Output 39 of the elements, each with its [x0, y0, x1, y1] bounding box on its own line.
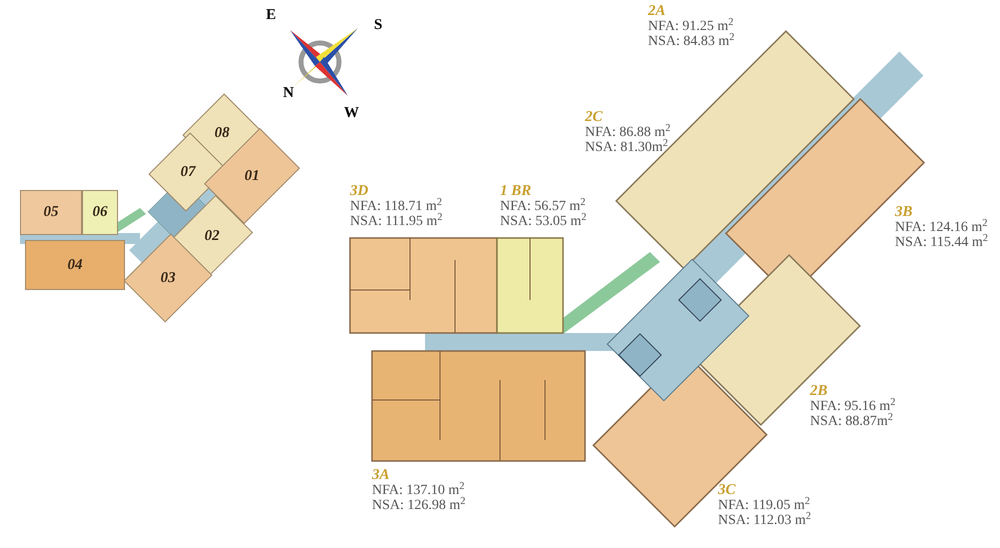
compass-direction-label: N — [283, 86, 294, 101]
key-plan-unit — [25, 240, 125, 290]
unit-number: 03 — [160, 270, 176, 286]
area-text: NSA: 111.95 m$^{2}$ — [350, 214, 442, 229]
area-text: NFA: 91.25 m$^{2}$ — [648, 19, 734, 34]
area-text: NFA: 124.16 m$^{2}$ — [895, 220, 988, 235]
area-text: NFA: 86.88 m$^{2}$ — [585, 125, 670, 140]
unit-number: 04 — [68, 258, 82, 272]
compass-direction-label: S — [374, 18, 382, 33]
area-text: NFA: 56.57 m$^{2}$ — [500, 199, 586, 214]
key-plan-unit — [20, 190, 82, 234]
unit-number: 08 — [214, 126, 230, 140]
area-text: NSA: 81.30m$^{2}$ — [585, 140, 670, 155]
area-text: NSA: 53.05 m$^{2}$ — [500, 214, 587, 229]
area-text: NSA: 112.03 m$^{2}$ — [718, 513, 812, 528]
unit-type-label: 3D — [350, 184, 370, 199]
unit-type-label: 2A — [648, 4, 667, 19]
area-text: NSA: 115.44 m$^{2}$ — [895, 235, 988, 250]
unit-type-label: 1 BR — [500, 184, 532, 199]
unit-number: 06 — [92, 204, 108, 220]
unit-type-label: 3A — [372, 468, 391, 483]
unit-number: 01 — [244, 168, 260, 184]
compass-direction-label: W — [344, 106, 359, 121]
area-text: NSA: 88.87m$^{2}$ — [810, 414, 894, 429]
area-text: NFA: 119.05 m$^{2}$ — [718, 498, 810, 513]
unit-type-label: 3C — [718, 483, 737, 498]
compass-direction-label: E — [266, 8, 276, 23]
unit-type-label: 3B — [895, 205, 914, 220]
unit-number: 05 — [44, 204, 58, 220]
unit-number: 02 — [204, 228, 220, 244]
area-text: NFA: 137.10 m$^{2}$ — [372, 483, 464, 498]
unit-number: 07 — [180, 164, 196, 180]
area-text: NSA: 126.98 m$^{2}$ — [372, 498, 466, 513]
area-text: NSA: 84.83 m$^{2}$ — [648, 34, 735, 49]
unit-type-label: 2C — [585, 110, 604, 125]
key-plan-unit — [82, 190, 118, 234]
unit-type-label: 2B — [810, 384, 829, 399]
area-text: NFA: 118.71 m$^{2}$ — [350, 199, 442, 214]
area-text: NFA: 95.16 m$^{2}$ — [810, 399, 896, 414]
